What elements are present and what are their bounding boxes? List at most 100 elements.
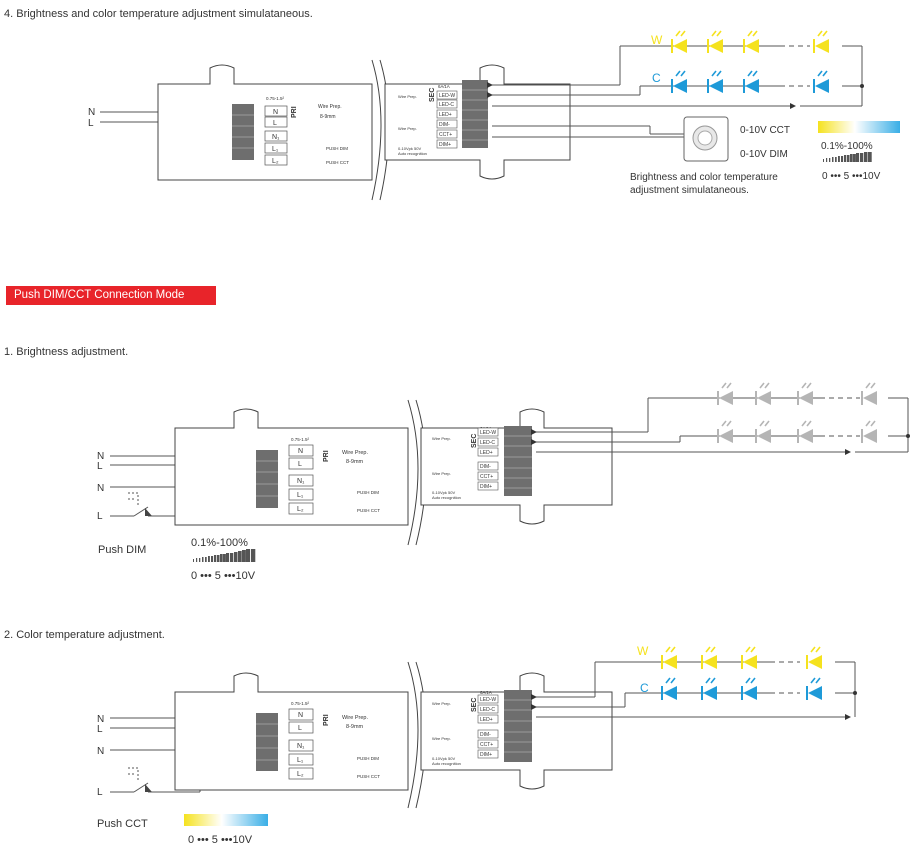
d3-term-n1: N₁ bbox=[297, 743, 305, 750]
d2-l2-label: L bbox=[97, 511, 103, 522]
d3-push-cct: PUSH CCT bbox=[357, 774, 380, 779]
d3-wire-prep: Wire Prep. bbox=[342, 715, 368, 721]
d1-term-l: L bbox=[273, 120, 277, 127]
d2-led-plus: LED+ bbox=[480, 450, 493, 456]
d3-n2-label: N bbox=[97, 746, 104, 757]
d2-auto: Auto recognition bbox=[432, 495, 461, 500]
d1-cct-gradient bbox=[818, 121, 900, 133]
d3-term-l: L bbox=[298, 725, 302, 732]
d1-n-label: N bbox=[88, 107, 95, 118]
d1-wire-gauge: 0.75-1.5² bbox=[266, 96, 285, 101]
d1-sec: SEC bbox=[429, 88, 436, 102]
d1-pri: PRI bbox=[291, 106, 298, 118]
d1-dim-label: 0-10V DIM bbox=[740, 149, 788, 160]
d2-ovp: 0-10Vpk 50V bbox=[432, 490, 455, 495]
d3-led-c: LED-C bbox=[480, 707, 495, 713]
d2-n-label: N bbox=[97, 451, 104, 462]
d1-push-cct: PUSH CCT bbox=[326, 160, 349, 165]
d1-led-w: LED-W bbox=[439, 93, 455, 99]
d2-wire-gauge: 0.75-1.5² bbox=[291, 437, 310, 442]
d3-pri: PRI bbox=[323, 714, 330, 726]
d1-cct-plus: CCT+ bbox=[439, 132, 452, 138]
d3-max-a: 6A⁄1A bbox=[480, 690, 492, 695]
d2-dim-bars bbox=[193, 549, 256, 562]
d2-term-n: N bbox=[298, 448, 303, 455]
section1-heading: 1. Brightness adjustment. bbox=[4, 346, 129, 358]
d3-c-label: C bbox=[640, 681, 649, 695]
d3-cct-gradient bbox=[184, 814, 268, 826]
d3-l2-label: L bbox=[97, 787, 103, 798]
d2-dim-minus: DIM- bbox=[480, 464, 491, 470]
d3-w-label: W bbox=[637, 644, 649, 658]
d1-led-plus: LED+ bbox=[439, 112, 452, 118]
section2-heading: 2. Color temperature adjustment. bbox=[4, 629, 165, 641]
d2-term-l2: L₂ bbox=[297, 506, 304, 513]
d1-dim-plus: DIM+ bbox=[439, 142, 451, 148]
d3-push-label: Push CCT bbox=[97, 818, 148, 830]
d3-led-plus: LED+ bbox=[480, 717, 493, 723]
d2-n2-label: N bbox=[97, 483, 104, 494]
d1-max-a: 6A⁄1A bbox=[438, 84, 450, 89]
d2-pct: 0.1%-100% bbox=[191, 537, 248, 549]
d1-w-label: W bbox=[651, 33, 663, 47]
d3-sec: SEC bbox=[471, 698, 478, 712]
d3-push-dim: PUSH DIM bbox=[357, 756, 379, 761]
d2-wire-prep: Wire Prep. bbox=[342, 450, 368, 456]
d2-l-label: L bbox=[97, 461, 103, 472]
d2-push-label: Push DIM bbox=[98, 544, 146, 556]
diagram1: N L 0.75-1.5² N L N₁ L₁ L₂ PRI Wire Prep… bbox=[88, 30, 900, 201]
d2-term-n1: N₁ bbox=[297, 478, 305, 485]
d1-pct: 0.1%-100% bbox=[821, 141, 873, 152]
d1-led-c: LED-C bbox=[439, 102, 454, 108]
d3-n-label: N bbox=[97, 714, 104, 725]
d3-cct-plus: CCT+ bbox=[480, 742, 493, 748]
d3-term-l2: L₂ bbox=[297, 771, 304, 778]
d2-wire-prep-r: Wire Prep. bbox=[432, 436, 451, 441]
d3-l-label: L bbox=[97, 724, 103, 735]
d3-wire-prep-r: Wire Prep. bbox=[432, 701, 451, 706]
d2-push-cct: PUSH CCT bbox=[357, 508, 380, 513]
d1-caption-2: adjustment simulataneous. bbox=[630, 185, 749, 196]
d1-l-label: L bbox=[88, 118, 94, 129]
d1-auto: Auto recognition bbox=[398, 151, 427, 156]
d1-dim-bars bbox=[823, 152, 872, 162]
mode-banner: Push DIM/CCT Connection Mode bbox=[6, 286, 216, 305]
d3-scale: 0 ••• 5 •••10V bbox=[188, 834, 253, 846]
d2-led-w: LED-W bbox=[480, 430, 496, 436]
d1-push-dim: PUSH DIM bbox=[326, 146, 348, 151]
d2-pri: PRI bbox=[323, 450, 330, 462]
d3-wire-gauge: 0.75-1.5² bbox=[291, 701, 310, 706]
d3-term-l1: L₁ bbox=[297, 757, 304, 764]
d1-wire-prep-r: Wire Prep. bbox=[398, 94, 417, 99]
section4-heading: 4. Brightness and color temperature adju… bbox=[4, 8, 313, 20]
d2-term-l1: L₁ bbox=[297, 492, 304, 499]
d2-cct-plus: CCT+ bbox=[480, 474, 493, 480]
d2-led-c: LED-C bbox=[480, 440, 495, 446]
d3-wire-prep-r2: Wire Prep. bbox=[432, 736, 451, 741]
d1-term-n: N bbox=[273, 109, 278, 116]
d1-cct-label: 0-10V CCT bbox=[740, 125, 790, 136]
d2-wire-len: 8-9mm bbox=[346, 459, 364, 465]
d1-scale: 0 ••• 5 •••10V bbox=[822, 171, 881, 182]
d2-sec: SEC bbox=[471, 434, 478, 448]
d3-dim-plus: DIM+ bbox=[480, 752, 492, 758]
d3-led-w: LED-W bbox=[480, 697, 496, 703]
d2-scale: 0 ••• 5 •••10V bbox=[191, 570, 256, 582]
d2-wire-prep-r2: Wire Prep. bbox=[432, 471, 451, 476]
d1-term-l1: L₁ bbox=[272, 146, 279, 153]
d1-wire-prep: Wire Prep. bbox=[318, 104, 342, 110]
d3-term-n: N bbox=[298, 712, 303, 719]
d1-term-l2: L₂ bbox=[272, 158, 279, 165]
d1-c-label: C bbox=[652, 71, 661, 85]
d3-ovp: 0-10Vpk 50V bbox=[432, 756, 455, 761]
d2-push-dim: PUSH DIM bbox=[357, 490, 379, 495]
d1-term-n1: N₁ bbox=[272, 134, 280, 141]
diagram3: N L N L 0.75-1.5² N L N₁ L₁ L₂ PRI Wire … bbox=[97, 644, 857, 846]
diagram2: N L N L 0.75-1.5² N L N₁ L₁ L₂ PRI Wire … bbox=[97, 382, 910, 582]
d1-ovp: 0-10Vpk 50V bbox=[398, 146, 421, 151]
d1-caption-1: Brightness and color temperature bbox=[630, 172, 778, 183]
d3-dim-minus: DIM- bbox=[480, 732, 491, 738]
d1-dim-minus: DIM- bbox=[439, 122, 450, 128]
d1-wire-prep-r2: Wire Prep. bbox=[398, 126, 417, 131]
